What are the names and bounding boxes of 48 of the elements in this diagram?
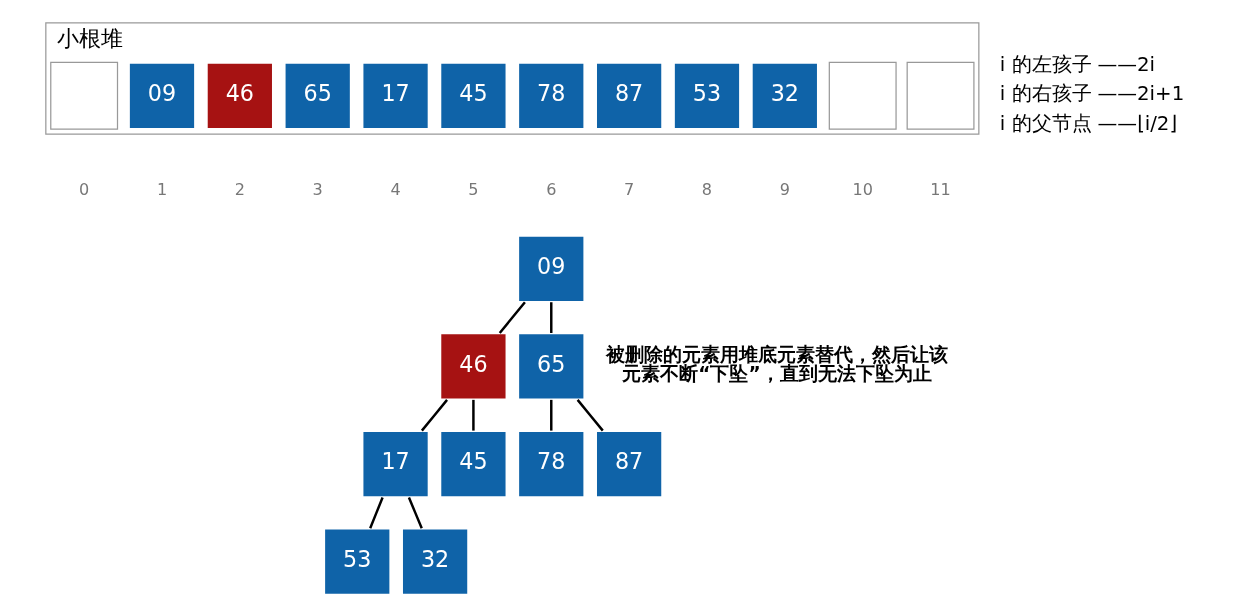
node-label: 6 [545, 180, 556, 200]
node-box: 09 [126, 61, 197, 131]
node-label: 8 [701, 180, 712, 200]
connector [471, 399, 475, 431]
connector [368, 497, 384, 529]
node-label: 9 [779, 180, 790, 200]
label: 被删除的元素用堆底元素替代，然后让该元素不断“下坠”，直到无法下坠为止 [605, 344, 948, 384]
node-label: 11 [929, 180, 951, 200]
connector [549, 302, 552, 333]
node-box: 17 [360, 429, 430, 499]
node-box: 53 [671, 61, 742, 131]
node-label: 4 [389, 180, 401, 200]
node-box [828, 61, 897, 130]
node-box: 53 [322, 527, 392, 597]
node-label: 5 [467, 180, 479, 200]
label: ——2i+1 [1096, 82, 1184, 106]
connector [549, 399, 552, 431]
node-box: 17 [360, 61, 430, 131]
node-box: 78 [516, 61, 586, 131]
node-box: 46 [204, 61, 274, 131]
connector [407, 497, 423, 529]
node-box: 45 [438, 61, 508, 131]
label: i 的左孩子 [999, 52, 1092, 76]
label: ——⌊i/2⌋ [1096, 112, 1177, 136]
label: ——2i [1096, 52, 1155, 76]
node-label: 0 [78, 180, 89, 200]
node-label: 10 [851, 180, 873, 200]
node-box: 09 [516, 234, 586, 304]
label: i 的父节点 [999, 112, 1092, 136]
node-box: 87 [594, 429, 664, 499]
node-label: 7 [623, 180, 634, 200]
node-box: 45 [438, 429, 508, 499]
connector [576, 399, 604, 432]
node-box [906, 61, 975, 130]
node-box: 65 [282, 61, 352, 131]
label: i 的右孩子 [999, 82, 1092, 106]
node-box: 65 [516, 331, 586, 401]
node-box: 46 [438, 331, 508, 401]
node-label: 2 [234, 180, 245, 200]
node-label: 1 [156, 180, 167, 200]
node-box [49, 61, 118, 130]
connector [498, 301, 526, 334]
node-box: 32 [749, 61, 819, 131]
node-box: 32 [400, 527, 470, 597]
node-box: 87 [594, 61, 664, 131]
node-label: 3 [312, 180, 323, 200]
node-box: 78 [516, 429, 586, 499]
connector [420, 399, 448, 432]
